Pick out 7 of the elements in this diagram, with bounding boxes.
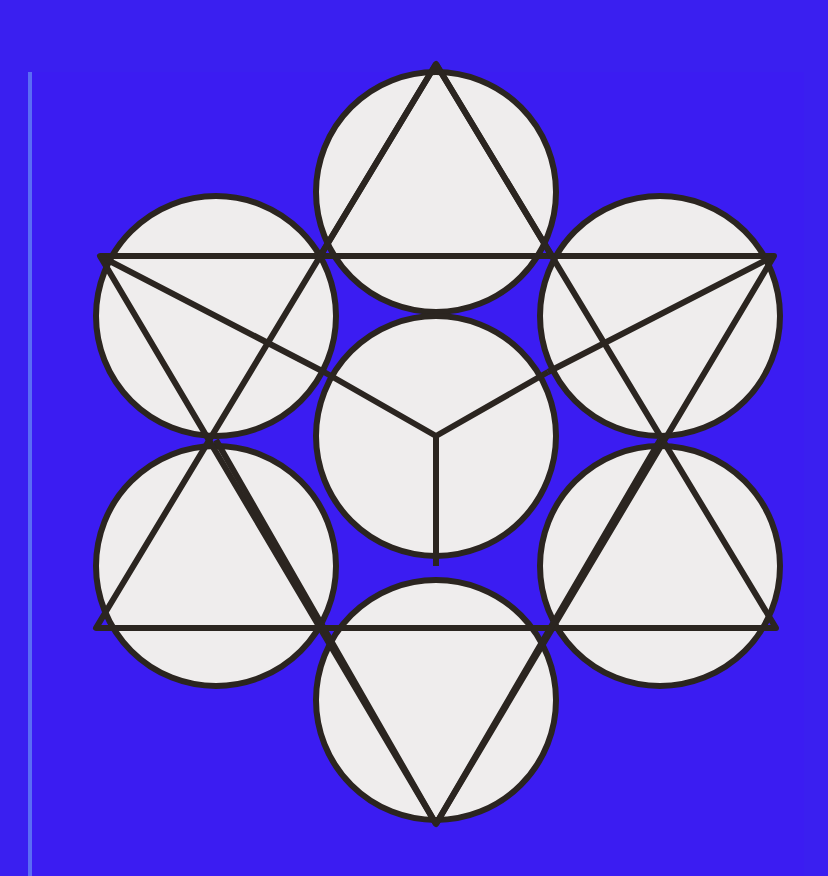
- circle: [93, 443, 339, 689]
- circle: [313, 313, 559, 559]
- circle: [537, 443, 783, 689]
- circle: [537, 193, 783, 439]
- circle: [313, 69, 559, 315]
- circle: [93, 193, 339, 439]
- circle: [313, 577, 559, 823]
